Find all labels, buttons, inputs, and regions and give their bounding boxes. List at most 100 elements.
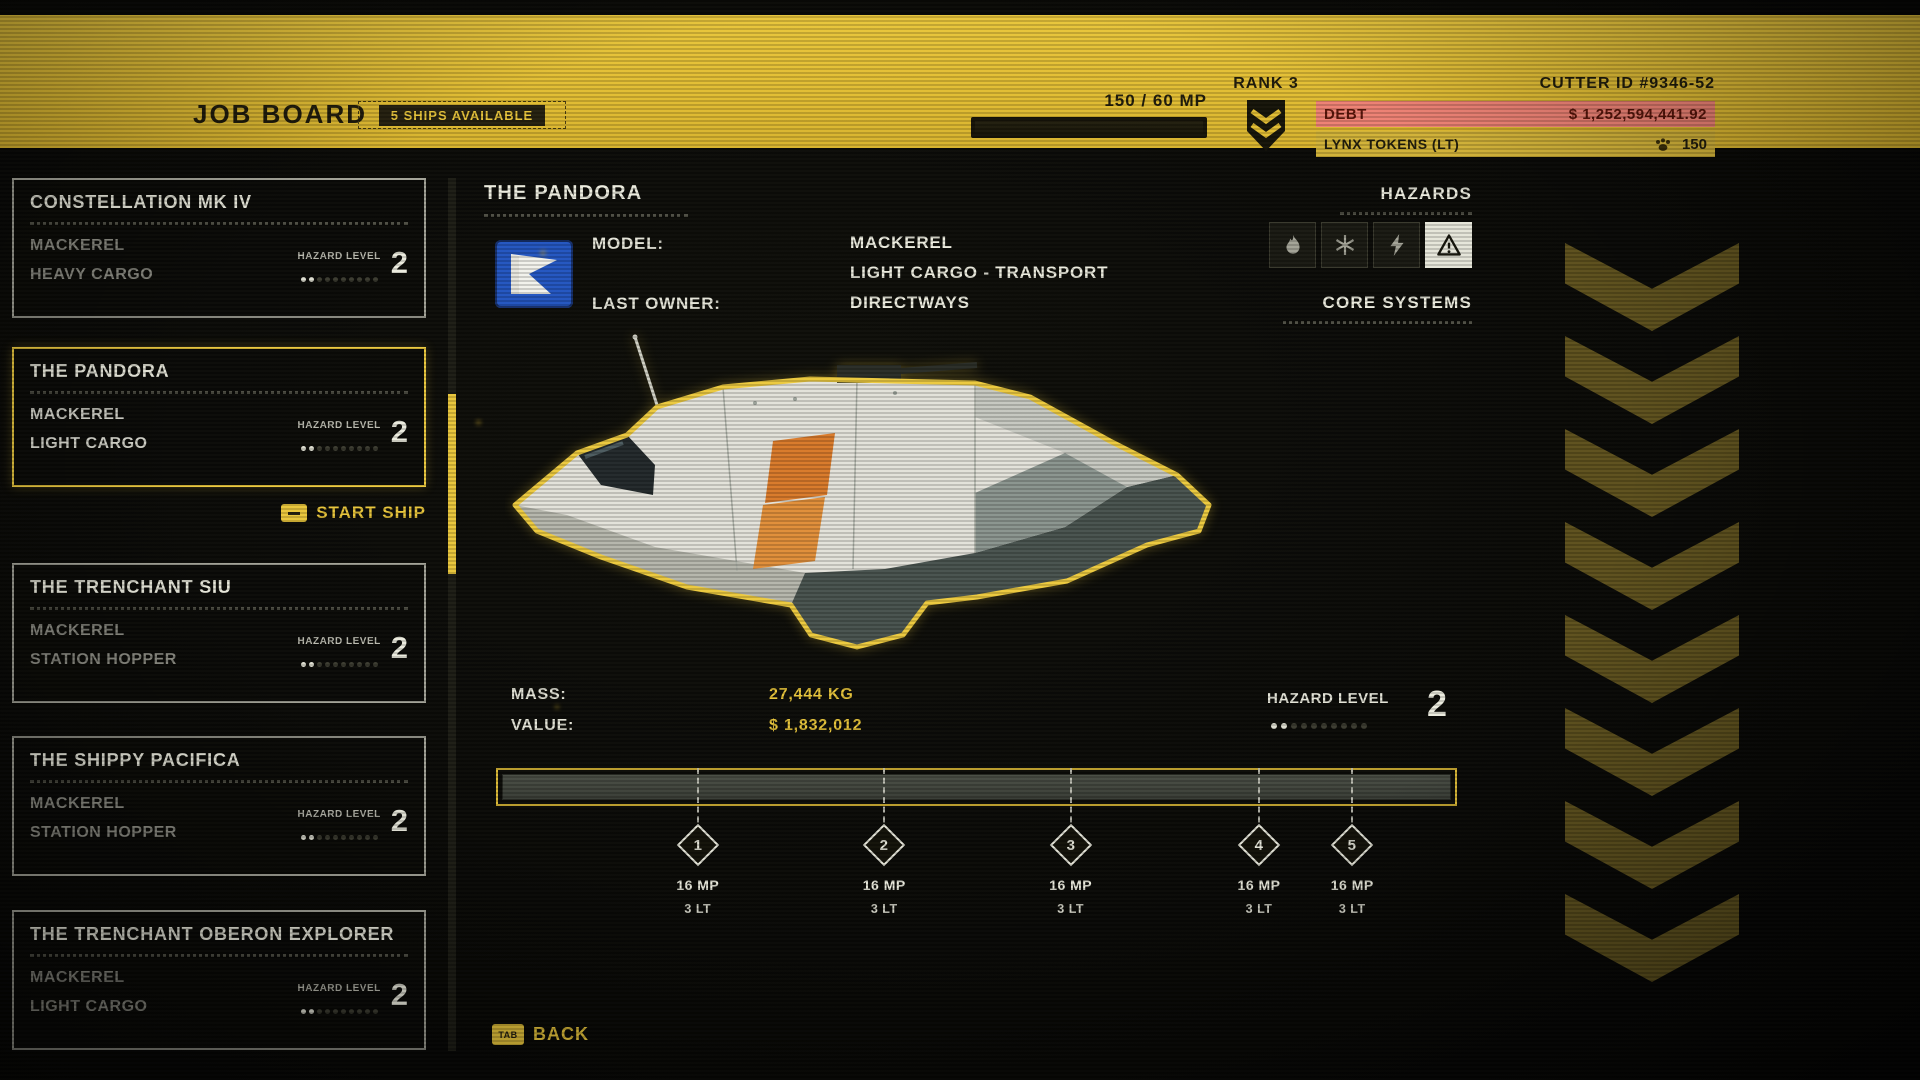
mass-value: 27,444 KG — [769, 686, 854, 703]
model-value-line1: MACKEREL — [850, 233, 953, 252]
ship-model: MACKEREL — [30, 237, 125, 254]
ships-available-badge: 5 SHIPS AVAILABLE — [358, 101, 566, 129]
divider — [30, 954, 408, 957]
ship-type: HEAVY CARGO — [30, 266, 154, 283]
start-ship-button[interactable]: START SHIP — [12, 503, 426, 523]
milestone-mp: 16 MP — [1237, 877, 1281, 893]
back-button[interactable]: TAB BACK — [492, 1024, 589, 1045]
value-value: $ 1,832,012 — [769, 717, 863, 734]
detail-ship-name: THE PANDORA — [484, 182, 689, 217]
model-label: MODEL: — [592, 234, 664, 253]
milestone-mp: 16 MP — [1330, 877, 1374, 893]
hazard-icon-row — [1269, 222, 1472, 268]
model-value-line2: LIGHT CARGO - TRANSPORT — [850, 263, 1109, 282]
hazards-heading: HAZARDS — [1340, 184, 1472, 215]
hazard-level-label: HAZARD LEVEL — [297, 809, 381, 820]
ship-name: THE SHIPPY PACIFICA — [30, 750, 241, 770]
dust-speck — [555, 705, 559, 709]
dust-speck — [540, 250, 546, 256]
milestone-mp: 16 MP — [1049, 877, 1093, 893]
milestone-lt: 3 LT — [1338, 902, 1366, 916]
top-bar: JOB BOARD 5 SHIPS AVAILABLE 150 / 60 MP … — [0, 15, 1920, 157]
last-owner-label: LAST OWNER: — [592, 294, 721, 313]
milestone-lt: 3 LT — [870, 902, 898, 916]
mp-progress-bar — [971, 117, 1207, 138]
milestone-connector — [1069, 768, 1072, 832]
hazard-dots — [298, 438, 381, 456]
milestone-lt: 3 LT — [1057, 902, 1085, 916]
detail-hazard-level: HAZARD LEVEL 2 — [1267, 683, 1447, 734]
hazard-dots — [298, 827, 381, 845]
tab-key-icon: TAB — [492, 1024, 524, 1045]
ship-card-shippy-pacifica[interactable]: THE SHIPPY PACIFICA MACKEREL STATION HOP… — [12, 736, 426, 876]
salvage-progress: 1 16 MP 3 LT 2 16 MP 3 LT 3 16 MP 3 LT 4… — [496, 768, 1457, 968]
cutter-id: CUTTER ID #9346-52 — [1539, 75, 1715, 92]
chevron-icon — [1565, 429, 1739, 517]
mp-meter: 150 / 60 MP — [971, 91, 1207, 138]
ship-illustration — [512, 334, 1212, 650]
ship-name: THE TRENCHANT SIU — [30, 577, 232, 597]
ship-model: MACKEREL — [30, 406, 125, 423]
hazard-level-value: 2 — [390, 414, 408, 449]
hazard-level-label: HAZARD LEVEL — [297, 420, 381, 431]
milestone-1: 1 16 MP 3 LT — [653, 768, 743, 916]
divider — [30, 391, 408, 394]
mp-value: 150 / 60 MP — [1104, 91, 1207, 110]
ship-name: CONSTELLATION MK IV — [30, 192, 252, 212]
milestone-diamond: 5 — [1331, 823, 1374, 867]
hazard-level-label: HAZARD LEVEL — [297, 251, 381, 262]
ship-card-pandora-selected[interactable]: THE PANDORA MACKEREL LIGHT CARGO HAZARD … — [12, 347, 426, 487]
debt-row: DEBT $ 1,252,594,441.92 — [1316, 101, 1715, 127]
debt-label: DEBT — [1324, 105, 1367, 123]
chevron-icon — [1565, 801, 1739, 889]
milestone-connector — [1258, 768, 1261, 832]
chevron-icon — [1565, 522, 1739, 610]
milestone-2: 2 16 MP 3 LT — [839, 768, 929, 916]
hazard-level-label: HAZARD LEVEL — [297, 636, 381, 647]
flag-icon — [511, 254, 557, 294]
ship-model: MACKEREL — [30, 795, 125, 812]
milestone-4: 4 16 MP 3 LT — [1214, 768, 1304, 916]
chevron-icon — [1565, 708, 1739, 796]
milestone-diamond: 3 — [1049, 823, 1092, 867]
tokens-row: LYNX TOKENS (LT) 150 — [1316, 131, 1715, 157]
hazard-level-value: 2 — [390, 245, 408, 280]
rank-label: RANK 3 — [1233, 75, 1299, 92]
milestone-connector — [696, 768, 699, 832]
chevron-decoration — [1565, 243, 1739, 987]
divider — [30, 780, 408, 783]
hazard-level-value: 2 — [1426, 683, 1447, 724]
electric-hazard-icon[interactable] — [1373, 222, 1420, 268]
mass-label: MASS: — [511, 686, 567, 703]
back-label: BACK — [533, 1024, 589, 1044]
ship-type: STATION HOPPER — [30, 824, 177, 841]
freeze-hazard-icon[interactable] — [1321, 222, 1368, 268]
milestone-lt: 3 LT — [1245, 902, 1273, 916]
warning-hazard-icon[interactable] — [1425, 222, 1472, 268]
dust-speck — [476, 420, 481, 425]
chevron-icon — [1565, 336, 1739, 424]
ships-available-label: 5 SHIPS AVAILABLE — [378, 104, 546, 126]
chevron-icon — [1565, 243, 1739, 331]
milestone-5: 5 16 MP 3 LT — [1307, 768, 1397, 916]
milestone-3: 3 16 MP 3 LT — [1026, 768, 1116, 916]
ship-card-trenchant-oberon[interactable]: THE TRENCHANT OBERON EXPLORER MACKEREL L… — [12, 910, 426, 1050]
divider — [30, 607, 408, 610]
paw-icon — [1655, 137, 1670, 151]
ship-card-trenchant-siu[interactable]: THE TRENCHANT SIU MACKEREL STATION HOPPE… — [12, 563, 426, 703]
hazard-level-value: 2 — [390, 977, 408, 1012]
hazard-dots — [298, 654, 381, 672]
ship-card-constellation[interactable]: CONSTELLATION MK IV MACKEREL HEAVY CARGO… — [12, 178, 426, 318]
fire-hazard-icon[interactable] — [1269, 222, 1316, 268]
rank-badge-icon — [1247, 100, 1285, 151]
account-panel: CUTTER ID #9346-52 DEBT $ 1,252,594,441.… — [1316, 75, 1715, 157]
start-ship-label: START SHIP — [316, 503, 426, 522]
tokens-value: 150 — [1681, 135, 1707, 153]
hazard-dots — [298, 1001, 381, 1019]
core-systems-heading: CORE SYSTEMS — [1282, 293, 1472, 324]
hazard-level-label: HAZARD LEVEL — [1267, 690, 1389, 707]
ship-list-scroll-thumb[interactable] — [448, 394, 456, 574]
ship-list-scroll-track[interactable] — [448, 178, 456, 1051]
chevron-icon — [1565, 894, 1739, 982]
